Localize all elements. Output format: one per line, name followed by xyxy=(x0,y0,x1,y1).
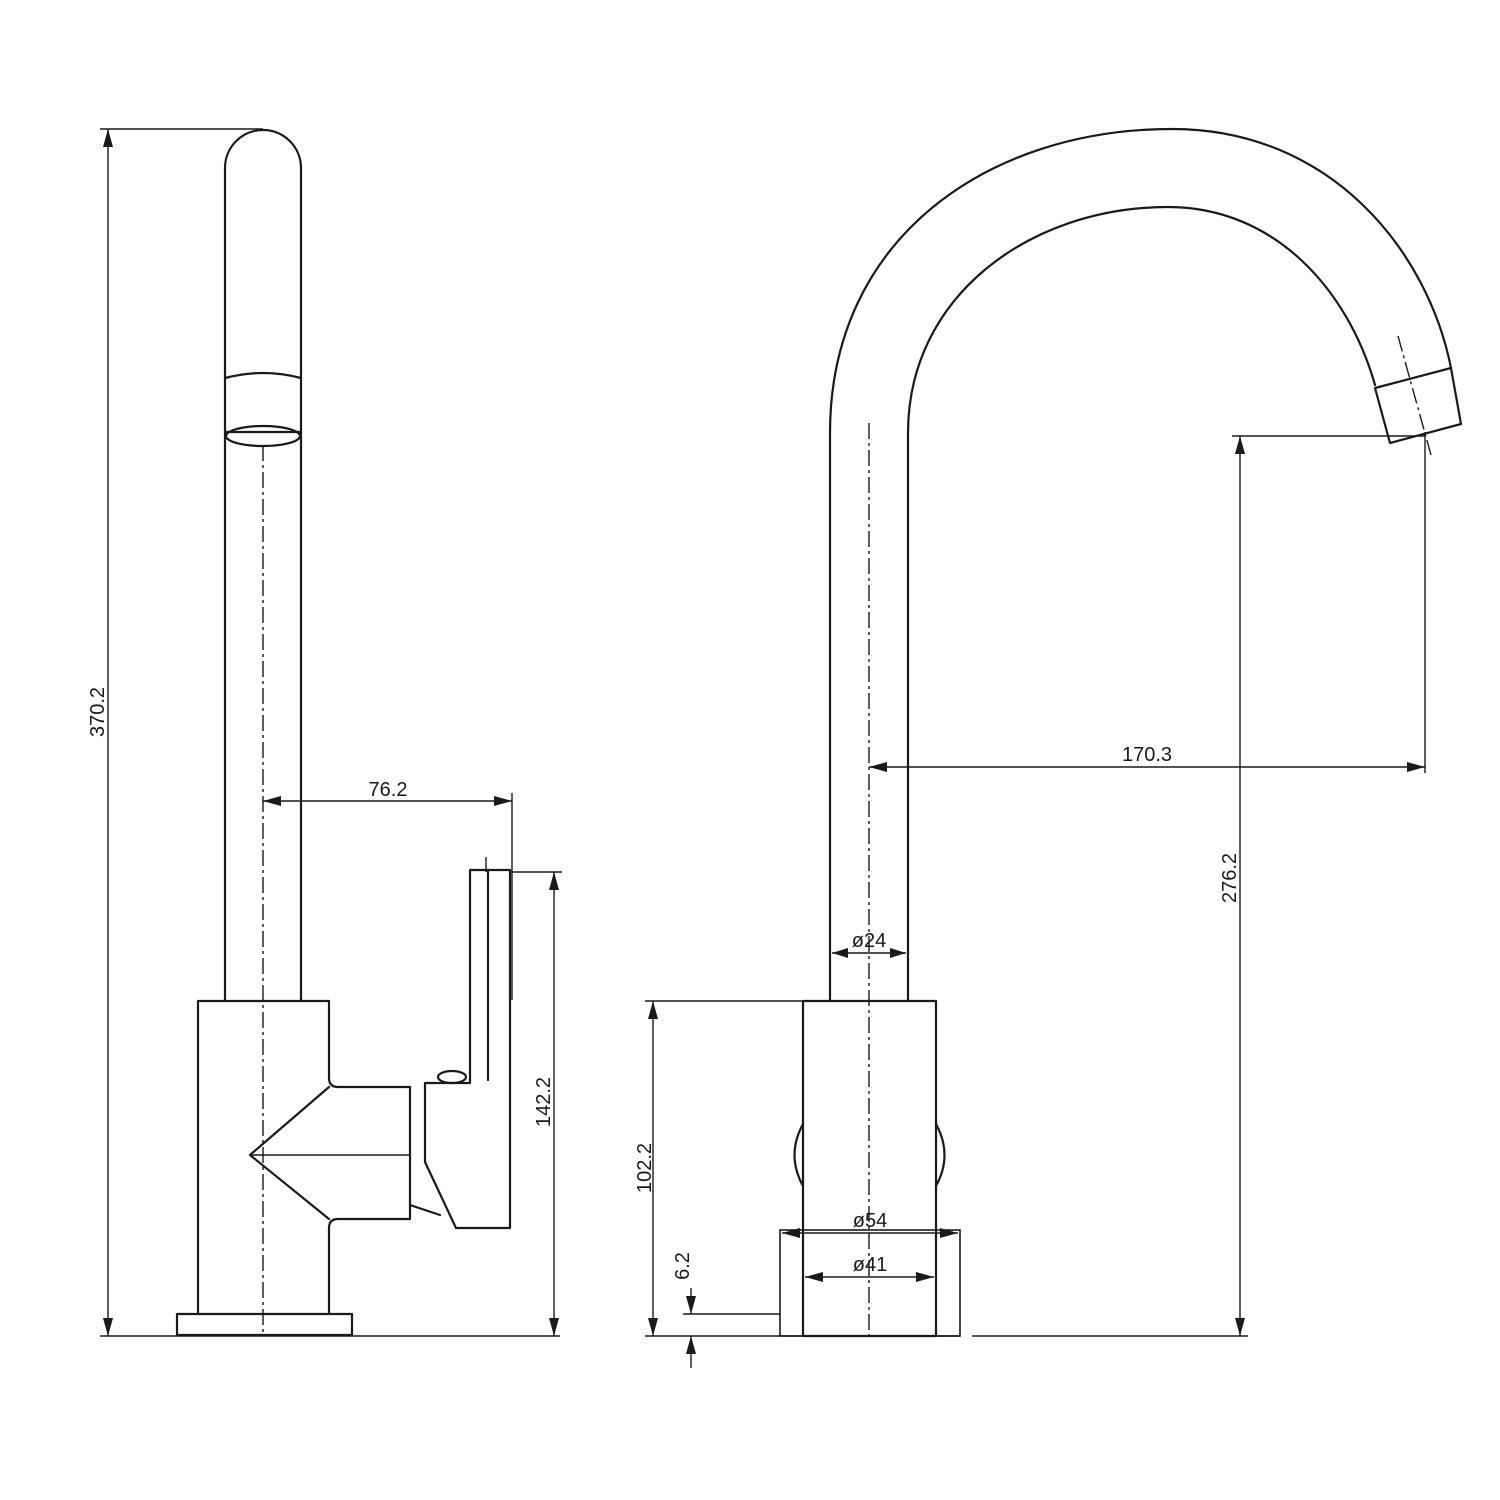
side-aerator-band xyxy=(223,371,303,434)
dim-spout-reach-label: 170.3 xyxy=(1122,744,1172,766)
dim-handle-reach-label: 76.2 xyxy=(369,779,408,801)
dim-handle-reach: 76.2 xyxy=(263,779,513,1000)
dim-spout-diameter: ø24 xyxy=(832,930,906,958)
dim-body-height: 102.2 xyxy=(634,1000,960,1337)
front-aerator-head xyxy=(1373,366,1463,445)
dim-base-height-label: 6.2 xyxy=(672,1252,694,1280)
side-aerator-outlet xyxy=(224,424,302,448)
front-gooseneck-outer xyxy=(828,127,1453,1003)
dim-body-diameter-label: ø54 xyxy=(853,1210,887,1232)
side-cartridge-cone xyxy=(248,1085,331,1221)
side-handle-lever xyxy=(423,868,512,1230)
side-handle-screw xyxy=(436,1069,468,1085)
front-view: ø24 ø54 ø41 102.2 xyxy=(634,127,1463,1368)
dim-handle-height: 142.2 xyxy=(485,857,562,1336)
dim-total-height: 370.2 xyxy=(87,128,560,1337)
front-gooseneck-inner xyxy=(906,205,1377,1003)
side-spout-tube xyxy=(223,128,303,1003)
dim-base-height: 6.2 xyxy=(672,1252,780,1368)
dim-body-height-label: 102.2 xyxy=(634,1143,656,1193)
dim-spout-height-label: 276.2 xyxy=(1219,853,1241,903)
front-handle-left-arc xyxy=(793,1122,805,1188)
dim-body-inner-diameter-label: ø41 xyxy=(853,1254,887,1276)
side-base-plate xyxy=(175,1312,354,1337)
dim-spout-reach: 170.3 xyxy=(869,432,1426,773)
side-handle-joint xyxy=(408,1203,442,1217)
dim-total-height-label: 370.2 xyxy=(87,687,109,737)
side-body xyxy=(196,999,412,1316)
side-view: 370.2 76.2 142.2 xyxy=(87,128,562,1337)
dim-spout-height: 276.2 xyxy=(972,435,1425,1337)
front-base-ring xyxy=(779,1229,961,1337)
dim-handle-height-label: 142.2 xyxy=(533,1077,555,1127)
dim-body-diameter: ø54 xyxy=(782,1210,958,1238)
dim-body-inner-diameter: ø41 xyxy=(805,1254,934,1282)
front-handle-right-arc xyxy=(934,1122,946,1188)
dim-spout-diameter-label: ø24 xyxy=(852,930,886,952)
